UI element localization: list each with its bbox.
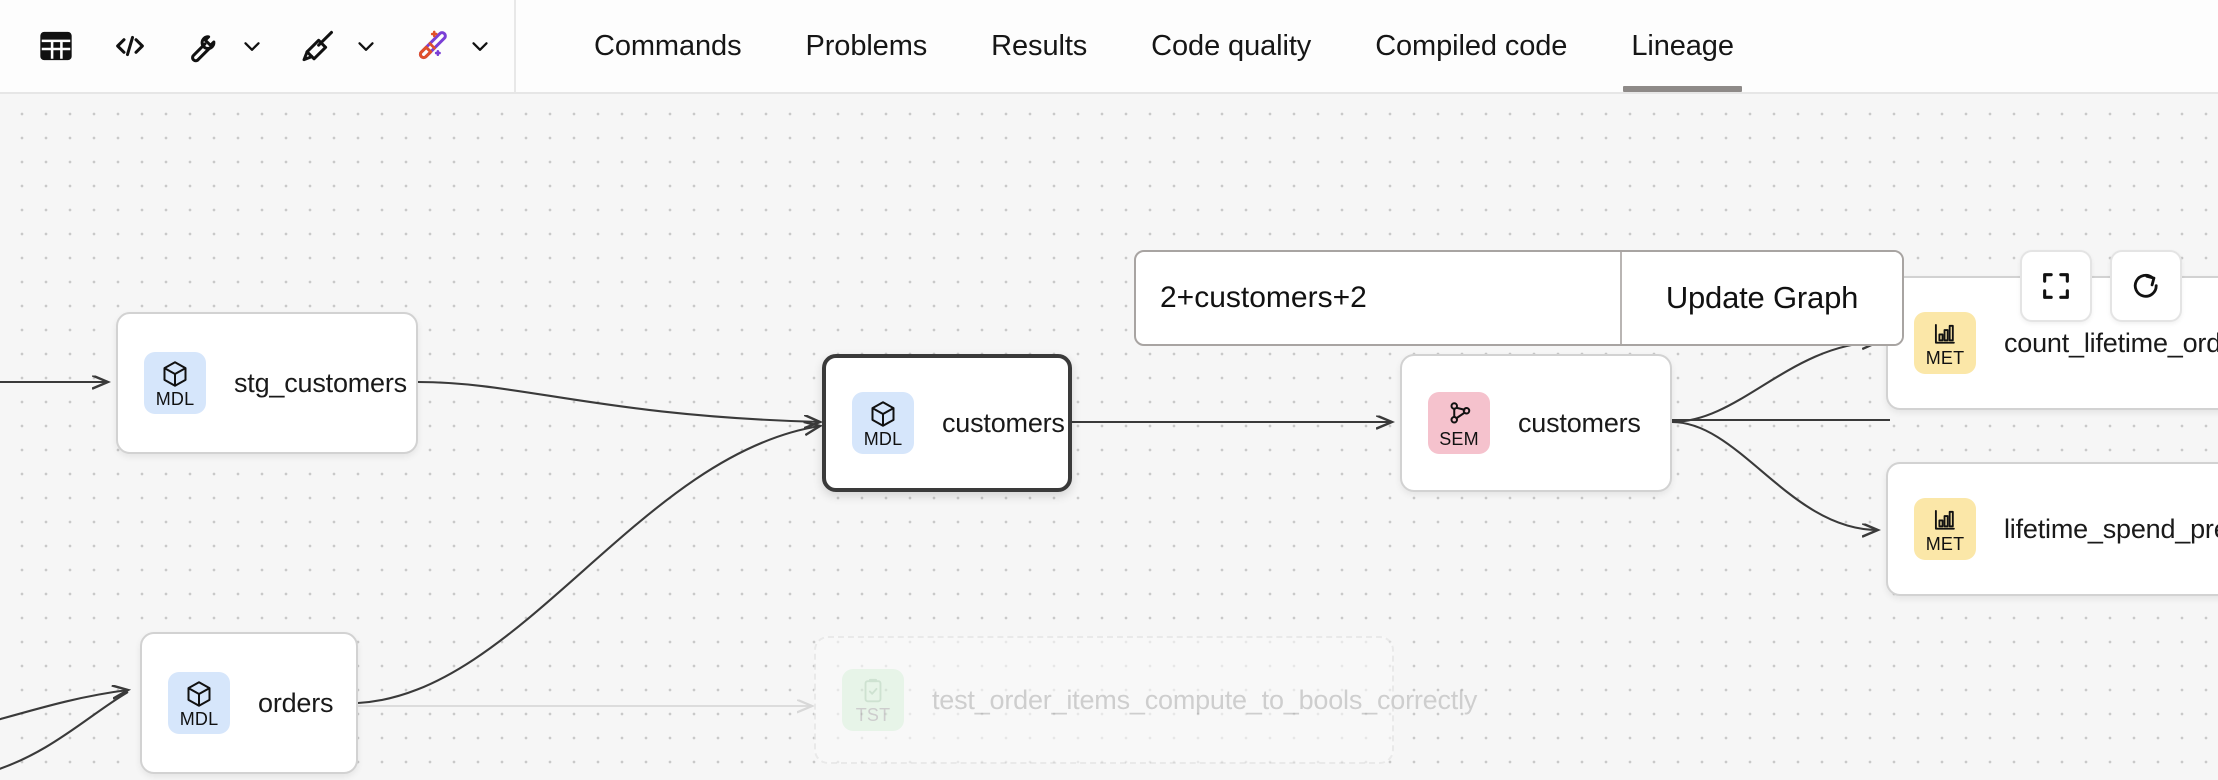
edge-stg-customers-to-customers	[417, 380, 820, 422]
tab-label: Commands	[594, 29, 742, 62]
tab-commands[interactable]: Commands	[562, 0, 773, 92]
icon-toolbar	[0, 0, 516, 92]
tab-label: Results	[991, 29, 1088, 62]
node-label: count_lifetime_orders	[2004, 327, 2218, 358]
canvas-controls	[2020, 250, 2182, 322]
node-type-badge-sem: SEM	[1428, 392, 1490, 454]
tab-lineage[interactable]: Lineage	[1599, 0, 1766, 92]
broom-menu[interactable]	[290, 18, 386, 74]
edge-in-orders-a	[0, 690, 128, 721]
wrench-icon[interactable]	[176, 18, 232, 74]
tab-label: Code quality	[1151, 29, 1312, 62]
badge-label: MET	[1925, 533, 1965, 554]
tab-label: Lineage	[1631, 29, 1734, 62]
app-header: Commands Problems Results Code quality C…	[0, 0, 2218, 94]
broom-icon[interactable]	[290, 18, 346, 74]
graph-search-input[interactable]	[1136, 252, 1620, 344]
badge-label: MDL	[179, 708, 219, 729]
badge-label: TST	[855, 704, 891, 725]
update-graph-button[interactable]: Update Graph	[1620, 252, 1902, 344]
node-customers-sem[interactable]: SEM customers	[1400, 354, 1672, 492]
chevron-down-icon[interactable]	[346, 18, 386, 74]
chevron-down-icon[interactable]	[460, 18, 500, 74]
badge-label: MDL	[863, 428, 903, 449]
node-type-badge-tst: TST	[842, 669, 904, 731]
node-lifetime-spend-pretax[interactable]: MET lifetime_spend_pretax	[1886, 462, 2218, 596]
edge-sem-to-count-lifetime-orders	[1671, 342, 1878, 424]
tab-code-quality[interactable]: Code quality	[1119, 0, 1343, 92]
node-label: test_order_items_compute_to_bools_correc…	[932, 684, 1478, 715]
tab-label: Compiled code	[1375, 29, 1568, 62]
node-test-order-items[interactable]: TST test_order_items_compute_to_bools_co…	[814, 636, 1477, 764]
chevron-down-icon[interactable]	[232, 18, 272, 74]
tab-results[interactable]: Results	[959, 0, 1119, 92]
tab-compiled-code[interactable]: Compiled code	[1343, 0, 1599, 92]
tab-problems[interactable]: Problems	[773, 0, 959, 92]
node-type-badge-met: MET	[1914, 312, 1976, 374]
badge-label: MET	[1925, 347, 1965, 368]
node-label: orders	[258, 687, 334, 718]
node-type-badge-met: MET	[1914, 498, 1976, 560]
node-orders[interactable]: MDL orders	[140, 632, 358, 774]
table-view-icon[interactable]	[28, 18, 84, 74]
node-label: stg_customers	[234, 367, 407, 398]
node-label: customers	[1518, 407, 1641, 438]
node-label: customers	[942, 407, 1065, 438]
wrench-menu[interactable]	[176, 18, 272, 74]
node-type-badge-mdl: MDL	[852, 392, 914, 454]
tab-bar: Commands Problems Results Code quality C…	[516, 0, 1766, 92]
badge-label: MDL	[155, 388, 195, 409]
graph-search-bar: Update Graph	[1134, 250, 1904, 346]
refresh-button[interactable]	[2110, 250, 2182, 322]
lineage-canvas[interactable]: MDL stg_customers MDL orders	[0, 94, 2218, 780]
tab-label: Problems	[805, 29, 928, 62]
code-view-icon[interactable]	[102, 18, 158, 74]
edge-in-orders-b	[0, 691, 129, 770]
edge-orders-to-customers	[357, 426, 820, 705]
node-stg-customers[interactable]: MDL stg_customers	[116, 312, 418, 454]
node-type-badge-mdl: MDL	[168, 672, 230, 734]
badge-label: SEM	[1439, 428, 1479, 449]
node-label: lifetime_spend_pretax	[2004, 513, 2218, 544]
fit-view-button[interactable]	[2020, 250, 2092, 322]
edge-sem-to-lifetime-spend	[1671, 420, 1878, 530]
node-type-badge-mdl: MDL	[144, 352, 206, 414]
node-customers-mdl[interactable]: MDL customers	[822, 354, 1072, 492]
magic-wand-menu[interactable]	[404, 18, 500, 74]
magic-wand-icon[interactable]	[404, 18, 460, 74]
